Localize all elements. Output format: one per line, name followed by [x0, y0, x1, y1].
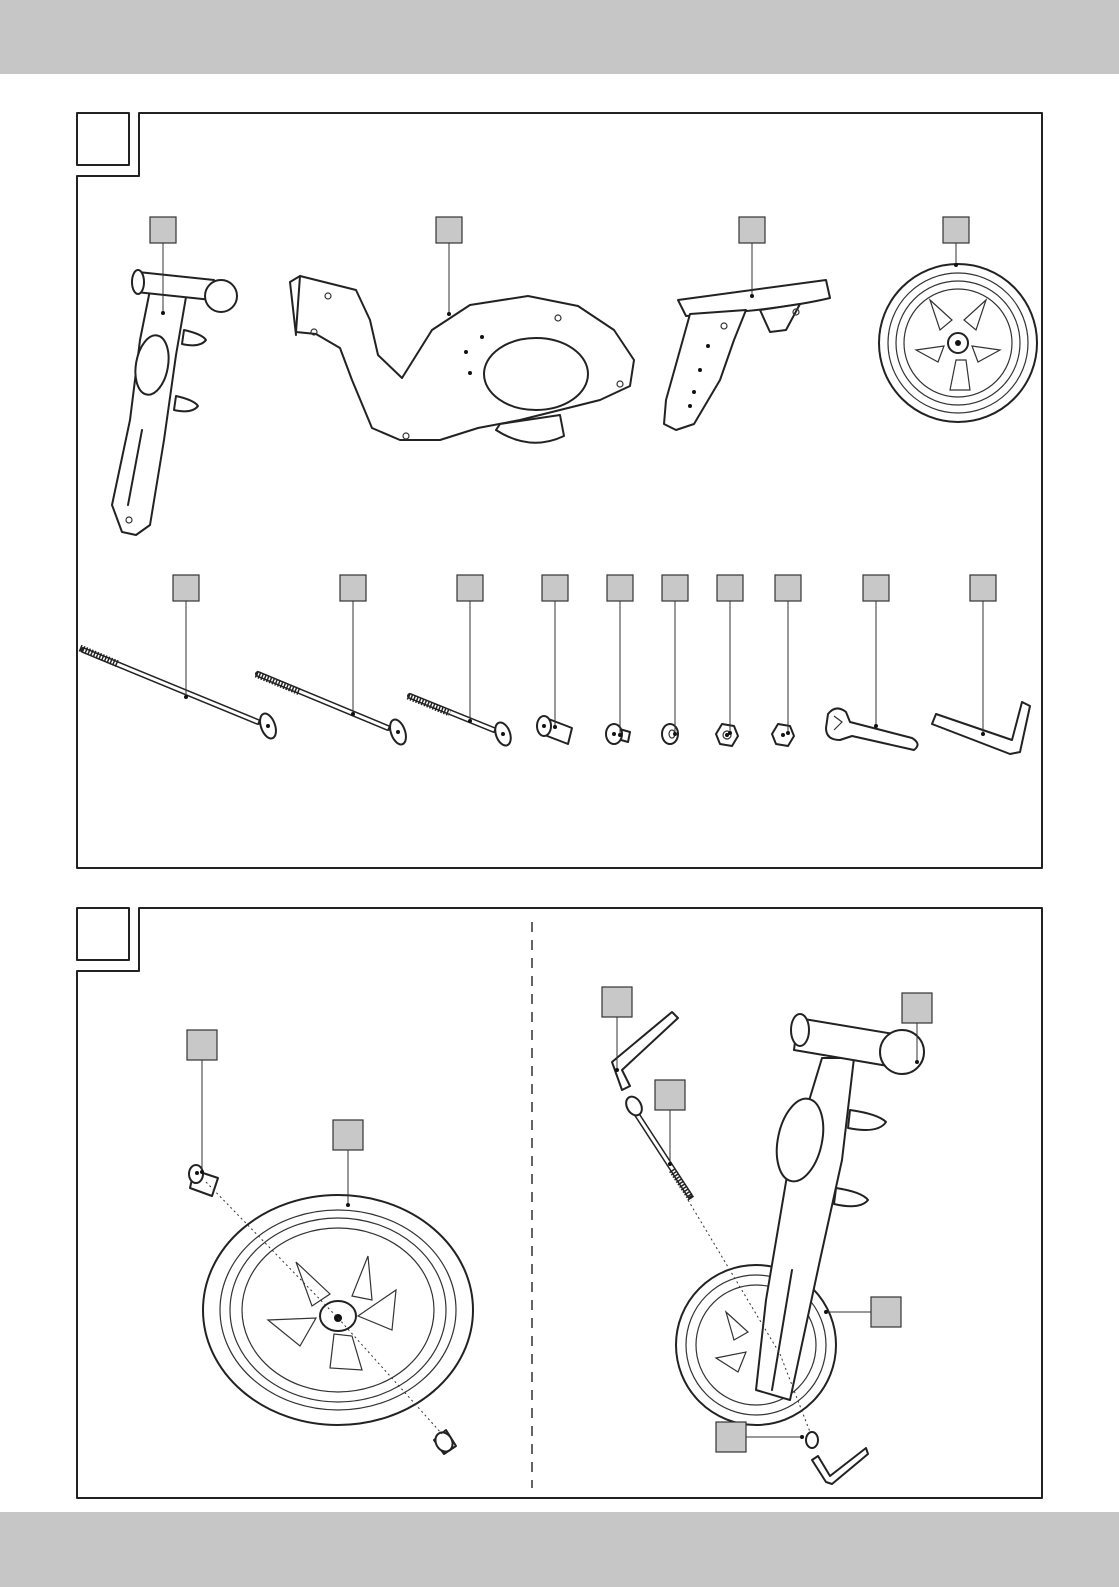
- panel-parts-overview: [77, 113, 1042, 868]
- allen-key-icon: [612, 1012, 678, 1090]
- open-wrench-icon: [826, 708, 918, 750]
- part-label-box: [655, 1080, 685, 1110]
- part-label-box: [340, 575, 366, 601]
- part-label-box: [863, 575, 889, 601]
- part-label-box: [542, 575, 568, 601]
- part-labels-row-2: [173, 575, 996, 737]
- seat-frame-icon: [290, 276, 634, 443]
- part-label-box: [739, 217, 765, 243]
- part-label-box: [662, 575, 688, 601]
- dome-nut-icon: [772, 724, 794, 746]
- wheel-icon: [203, 1195, 473, 1425]
- part-label-box: [150, 217, 176, 243]
- wheel-icon: [879, 264, 1037, 422]
- part-labels-row-1: [150, 217, 969, 316]
- part-label-box: [943, 217, 969, 243]
- part-label-box: [607, 575, 633, 601]
- handlebar-fork-icon: [756, 1014, 924, 1400]
- part-label-box: [602, 987, 632, 1017]
- cap-nut-icon: [806, 1432, 818, 1448]
- panel-wheel-and-fork-assembly: [77, 908, 1042, 1498]
- part-label-box: [775, 575, 801, 601]
- part-label-box: [436, 217, 462, 243]
- barrel-nut-icon: [189, 1165, 218, 1196]
- long-bolt-icon: [80, 648, 279, 741]
- part-label-box: [457, 575, 483, 601]
- lock-nut-icon: [716, 724, 738, 746]
- part-label-box: [970, 575, 996, 601]
- part-label-box: [187, 1030, 217, 1060]
- step-number-box: [77, 113, 129, 165]
- part-label-box: [173, 575, 199, 601]
- part-label-box: [902, 993, 932, 1023]
- part-label-box: [716, 1422, 746, 1452]
- allen-key-icon: [932, 702, 1030, 754]
- handlebar-fork-icon: [112, 270, 237, 535]
- part-label-box: [717, 575, 743, 601]
- medium-bolt-icon: [256, 674, 409, 747]
- short-bolt-icon: [408, 696, 514, 748]
- cap-nut-icon: [432, 1429, 456, 1454]
- cap-nut-icon: [606, 724, 630, 744]
- part-label-box: [871, 1297, 901, 1327]
- step-number-box: [77, 908, 129, 960]
- allen-key-icon: [812, 1448, 868, 1484]
- rear-fork-bracket-icon: [664, 280, 830, 430]
- part-label-box: [333, 1120, 363, 1150]
